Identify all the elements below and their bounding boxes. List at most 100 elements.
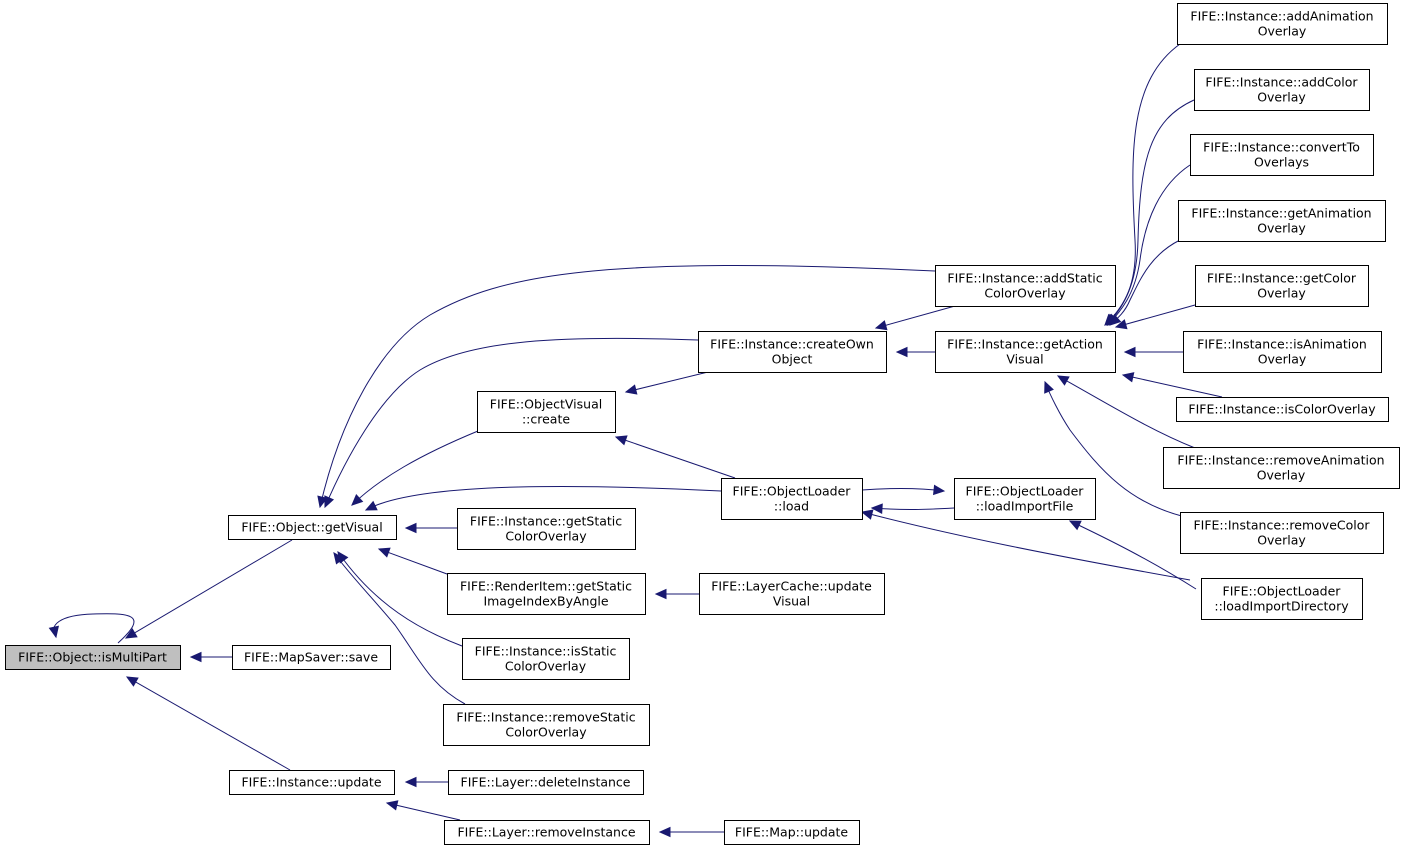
edge-arrowhead bbox=[1123, 346, 1136, 358]
node-is-color-overlay[interactable]: FIFE::Instance::isColorOverlay bbox=[1176, 397, 1389, 422]
edge-convert-to-overlays-to-get-action-visual bbox=[1107, 164, 1191, 326]
edge-arrowhead bbox=[654, 588, 667, 600]
node-label: Overlays bbox=[1254, 155, 1309, 170]
edge-arrowhead bbox=[324, 495, 335, 509]
node-label: FIFE::Instance::removeColor bbox=[1193, 518, 1370, 533]
node-label: FIFE::Instance::getAnimation bbox=[1191, 206, 1371, 221]
node-box bbox=[721, 478, 863, 520]
node-label: FIFE::Instance::getStatic bbox=[470, 514, 622, 529]
node-label: ColorOverlay bbox=[505, 725, 587, 740]
node-box bbox=[935, 265, 1116, 307]
node-label: FIFE::ObjectLoader bbox=[733, 484, 852, 499]
edge-line bbox=[875, 305, 956, 329]
node-box bbox=[935, 331, 1116, 373]
node-label: Overlay bbox=[1258, 24, 1307, 39]
edge-line bbox=[333, 552, 466, 705]
node-label: Visual bbox=[773, 594, 810, 609]
edge-line bbox=[53, 613, 135, 644]
edge-line bbox=[378, 548, 448, 575]
edge-is-multi-part-to-is-multi-part bbox=[48, 613, 135, 644]
edge-arrowhead bbox=[874, 320, 888, 331]
edge-arrowhead bbox=[1121, 372, 1135, 383]
edge-get-static-image-index-to-get-visual bbox=[377, 547, 448, 575]
node-box bbox=[1178, 200, 1386, 242]
edge-arrowhead bbox=[870, 503, 883, 514]
edge-arrowhead bbox=[364, 500, 378, 511]
edge-line bbox=[861, 511, 1191, 581]
edge-line bbox=[1107, 164, 1191, 326]
node-label: FIFE::RenderItem::getStatic bbox=[460, 579, 632, 594]
node-map-saver-save[interactable]: FIFE::MapSaver::save bbox=[232, 645, 391, 670]
edge-arrowhead bbox=[333, 552, 345, 565]
node-box bbox=[228, 515, 397, 540]
edge-line bbox=[615, 436, 736, 479]
node-is-multi-part[interactable]: FIFE::Object::isMultiPart bbox=[5, 645, 181, 670]
edge-arrowhead bbox=[385, 800, 399, 811]
node-layer-remove-instance[interactable]: FIFE::Layer::removeInstance bbox=[444, 820, 650, 845]
edge-obj-visual-create-to-get-visual bbox=[351, 430, 479, 506]
node-label: ColorOverlay bbox=[505, 529, 587, 544]
edge-line bbox=[365, 485, 722, 511]
node-load-import-file[interactable]: FIFE::ObjectLoader::loadImportFile bbox=[954, 478, 1096, 520]
node-label: FIFE::Instance::isStatic bbox=[475, 644, 617, 659]
edge-get-animation-overlay-to-get-action-visual bbox=[1109, 239, 1181, 326]
node-obj-visual-create[interactable]: FIFE::ObjectVisual::create bbox=[477, 391, 616, 433]
node-label: FIFE::ObjectLoader bbox=[966, 484, 1085, 499]
node-get-visual[interactable]: FIFE::Object::getVisual bbox=[228, 515, 397, 540]
edge-obj-loader-load-to-get-visual bbox=[364, 485, 722, 511]
edge-remove-animation-overlay-to-get-action-visual bbox=[1056, 375, 1196, 449]
node-box bbox=[724, 820, 860, 845]
node-label: FIFE::Instance::getColor bbox=[1207, 271, 1357, 286]
node-box bbox=[1201, 578, 1363, 620]
edge-line bbox=[125, 539, 293, 639]
node-box bbox=[448, 770, 644, 795]
edge-line bbox=[625, 371, 709, 393]
node-label: FIFE::ObjectLoader bbox=[1223, 584, 1342, 599]
node-label: FIFE::Map::update bbox=[735, 825, 849, 840]
edge-line bbox=[386, 802, 461, 821]
edge-arrowhead bbox=[189, 651, 202, 663]
node-get-static-image-index[interactable]: FIFE::RenderItem::getStaticImageIndexByA… bbox=[447, 573, 646, 615]
node-load-import-directory[interactable]: FIFE::ObjectLoader::loadImportDirectory bbox=[1201, 578, 1363, 620]
node-label: ColorOverlay bbox=[505, 659, 587, 674]
node-box bbox=[444, 820, 650, 845]
edge-line bbox=[1106, 99, 1195, 326]
node-box bbox=[954, 478, 1096, 520]
edge-arrowhead bbox=[933, 484, 946, 496]
edge-line bbox=[319, 265, 936, 508]
node-instance-update[interactable]: FIFE::Instance::update bbox=[229, 770, 395, 795]
node-box bbox=[5, 645, 181, 670]
node-label: Overlay bbox=[1257, 533, 1306, 548]
node-label: FIFE::Layer::deleteInstance bbox=[461, 775, 631, 790]
node-label: FIFE::ObjectVisual bbox=[490, 397, 602, 412]
node-obj-loader-load[interactable]: FIFE::ObjectLoader::load bbox=[721, 478, 863, 520]
node-box bbox=[1190, 134, 1374, 176]
node-label: Object bbox=[772, 352, 813, 367]
node-map-update[interactable]: FIFE::Map::update bbox=[724, 820, 860, 845]
node-box bbox=[1194, 69, 1370, 111]
node-box bbox=[462, 638, 630, 680]
edge-arrowhead bbox=[1044, 380, 1054, 394]
edge-is-animation-overlay-to-get-action-visual bbox=[1123, 346, 1183, 358]
node-layer-delete-instance[interactable]: FIFE::Layer::deleteInstance bbox=[448, 770, 644, 795]
node-label: FIFE::Instance::createOwn bbox=[710, 337, 874, 352]
edge-arrowhead bbox=[404, 776, 417, 788]
edge-layer-delete-instance-to-instance-update bbox=[404, 776, 448, 788]
edge-layer-remove-instance-to-instance-update bbox=[385, 800, 461, 821]
node-label: FIFE::Object::isMultiPart bbox=[18, 650, 167, 665]
